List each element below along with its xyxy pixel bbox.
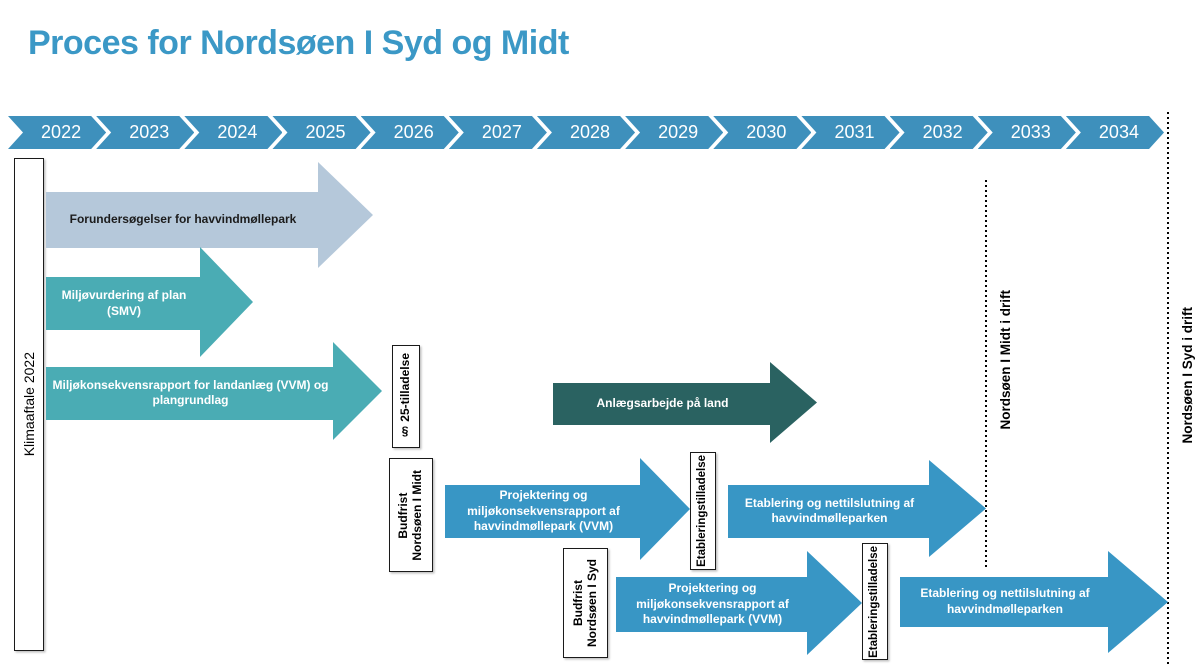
klimaaftale-box: Klimaaftale 2022: [14, 158, 44, 651]
p25-tilladelse-label: § 25-tilladelse: [398, 353, 413, 440]
arrow-anlaegsarbejde-label: Anlægsarbejde på land: [596, 396, 729, 411]
arrow-forundersoegelser: Forundersøgelser for havvindmøllepark: [46, 162, 373, 268]
syd-drift-label-text: Nordsøen I Syd i drift: [1179, 306, 1195, 444]
arrow-miljoevurdering: Miljøvurdering af plan (SMV): [46, 247, 253, 357]
etableringstilladelse-midt-label: Etableringstilladelse: [696, 455, 709, 567]
year-chevron: 2025: [272, 116, 370, 149]
arrow-etablering-midt: Etablering og nettilslutning af havvindm…: [728, 460, 986, 557]
year-label: 2024: [217, 122, 258, 142]
arrow-projektering-syd: Projektering og miljøkonsekvensrapport a…: [616, 551, 862, 655]
year-chevron: 2022: [8, 116, 106, 149]
year-chevron: 2024: [184, 116, 282, 149]
year-label: 2025: [305, 122, 346, 142]
year-label: 2028: [569, 122, 611, 142]
midt-drift-label-text: Nordsøen I Midt i drift: [997, 290, 1013, 430]
year-chevron: 2023: [96, 116, 194, 149]
year-label: 2034: [1098, 122, 1139, 142]
year-label: 2032: [922, 122, 963, 142]
budfrist-midt-box: Budfrist Nordsøen I Midt: [389, 458, 433, 572]
midt-drift-dotted-line: [985, 180, 987, 570]
arrow-miljoekonsekvens-land: Miljøkonsekvensrapport for landanlæg (VV…: [46, 342, 382, 440]
etableringstilladelse-midt-box: Etableringstilladelse: [690, 452, 716, 570]
year-label: 2027: [481, 122, 522, 142]
year-chevron: 2034: [1066, 116, 1164, 149]
year-label: 2022: [41, 122, 82, 142]
year-chevron: 2029: [625, 116, 723, 149]
arrow-etablering-syd-label: Etablering og nettilslutning af havvindm…: [920, 586, 1090, 616]
budfrist-syd-label: Budfrist Nordsøen I Syd: [570, 558, 599, 647]
midt-drift-label: Nordsøen I Midt i drift: [992, 180, 1018, 540]
year-label: 2023: [129, 122, 170, 142]
arrow-forundersoegelser-label: Forundersøgelser for havvindmøllepark: [69, 212, 297, 227]
p25-tilladelse-box: § 25-tilladelse: [392, 345, 420, 448]
year-chevron: 2031: [801, 116, 899, 149]
year-chevron: 2026: [361, 116, 459, 149]
year-label: 2033: [1010, 122, 1051, 142]
year-chevron: 2028: [537, 116, 635, 149]
page-title: Proces for Nordsøen I Syd og Midt: [28, 24, 569, 62]
year-chevron: 2033: [978, 116, 1076, 149]
year-label: 2030: [746, 122, 787, 142]
budfrist-syd-box: Budfrist Nordsøen I Syd: [563, 548, 608, 658]
year-chevron: 2032: [890, 116, 988, 149]
etableringstilladelse-syd-label: Etableringstilladelse: [868, 545, 881, 658]
klimaaftale-label: Klimaaftale 2022: [20, 352, 37, 457]
year-label: 2031: [834, 122, 875, 142]
year-chevron: 2030: [713, 116, 811, 149]
etableringstilladelse-syd-box: Etableringstilladelse: [862, 543, 888, 660]
arrow-anlaegsarbejde: Anlægsarbejde på land: [553, 362, 817, 443]
arrow-miljoekonsekvens-land-label: Miljøkonsekvensrapport for landanlæg (VV…: [52, 377, 329, 408]
year-chevron: 2027: [449, 116, 547, 149]
year-label: 2029: [658, 122, 699, 142]
syd-drift-dotted-line: [1167, 112, 1169, 664]
arrow-projektering-midt: Projektering og miljøkonsekvensrapport a…: [445, 458, 690, 560]
arrow-etablering-midt-label: Etablering og nettilslutning af havvindm…: [744, 495, 915, 526]
year-label: 2026: [393, 122, 434, 142]
arrow-etablering-syd: Etablering og nettilslutning af havvindm…: [900, 551, 1168, 653]
arrow-projektering-syd-label: Projektering og miljøkonsekvensrapport a…: [636, 581, 789, 627]
timeline-year-band: 2022 2023 2024 2025 2026 2027 2028 2029 …: [8, 116, 1164, 149]
arrow-projektering-midt-label: Projektering og miljøkonsekvensrapport a…: [467, 488, 620, 534]
arrow-miljoevurdering-label: Miljøvurdering af plan (SMV): [61, 287, 187, 318]
budfrist-midt-label: Budfrist Nordsøen I Midt: [396, 469, 424, 561]
syd-drift-label: Nordsøen I Syd i drift: [1174, 115, 1200, 635]
